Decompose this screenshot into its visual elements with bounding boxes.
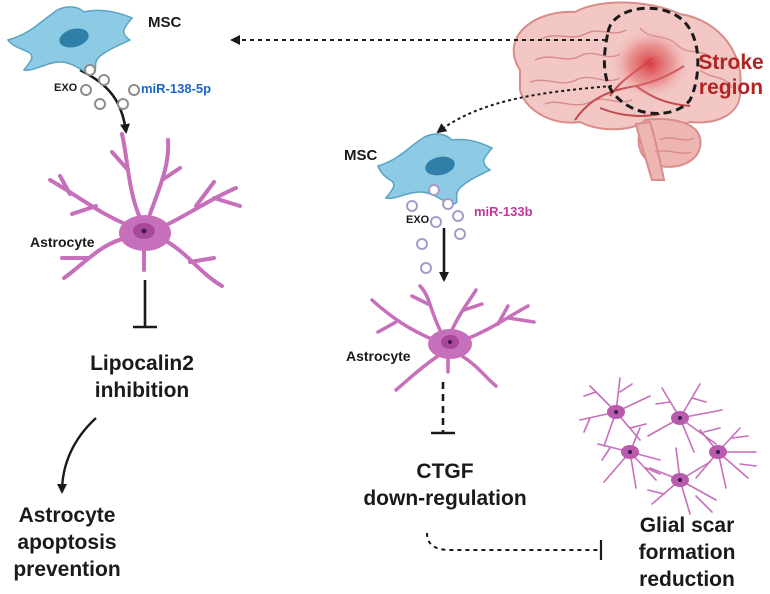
- lipocalin-line-2: inhibition: [94, 379, 190, 402]
- arrow-lipocalin-to-apoptosis: [57, 417, 97, 494]
- lipocalin-line-1: Lipocalin2: [90, 352, 194, 375]
- glial-cell-1: [579, 377, 651, 447]
- msc-label-right: MSC: [344, 147, 378, 164]
- stroke-line-2: region: [698, 76, 764, 99]
- exo-label-left: EXO: [54, 82, 78, 94]
- glial-line-1: Glial scar: [639, 514, 735, 537]
- apoptosis-line-2: apoptosis: [17, 531, 117, 554]
- glial-cell-3: [597, 427, 661, 489]
- glial-scar-label: Glial scar formation reduction: [612, 512, 762, 593]
- stroke-line-1: Stroke: [698, 51, 764, 74]
- glial-line-2: formation: [638, 541, 736, 564]
- glial-cell-2: [647, 383, 723, 453]
- glial-scar-cluster: [579, 377, 757, 515]
- brain-illustration: [512, 1, 742, 181]
- ctgf-line-1: CTGF: [416, 460, 474, 483]
- glial-cell-4: [695, 427, 757, 489]
- astrocyte-label-left: Astrocyte: [30, 234, 95, 250]
- lipocalin-label: Lipocalin2 inhibition: [62, 350, 222, 404]
- exo-label-right: EXO: [406, 214, 430, 226]
- astrocyte-right: [370, 284, 536, 392]
- apoptosis-label: Astrocyte apoptosis prevention: [2, 502, 132, 583]
- astrocyte-left-body: [119, 215, 171, 251]
- astrocyte-label-right: Astrocyte: [346, 348, 411, 364]
- msc-cell-left: [6, 6, 134, 75]
- mirna-label-right: miR-133b: [474, 204, 533, 219]
- msc-label-left: MSC: [148, 14, 182, 31]
- exosomes-left: [80, 64, 140, 110]
- mirna-label-left: miR-138-5p: [141, 81, 212, 96]
- apoptosis-line-3: prevention: [13, 558, 121, 581]
- stroke-region-outline: [602, 6, 700, 115]
- stroke-lesion: [610, 28, 690, 100]
- glial-cell-5: [647, 447, 717, 515]
- glial-line-3: reduction: [639, 568, 735, 591]
- ctgf-line-2: down-regulation: [363, 487, 527, 510]
- brain-stem: [634, 120, 666, 181]
- stroke-region-label: Stroke region: [692, 50, 770, 100]
- astrocyte-left: [48, 132, 242, 288]
- apoptosis-line-1: Astrocyte: [18, 504, 116, 527]
- astrocyte-right-body: [428, 329, 472, 359]
- exosomes-right: [406, 184, 466, 274]
- arrow-stroke-to-msc-right: [436, 85, 613, 134]
- msc-cell-right: [377, 133, 494, 205]
- inhibit-ctgf-to-glial: [426, 532, 600, 551]
- ctgf-label: CTGF down-regulation: [350, 458, 540, 512]
- glial-somas: [607, 405, 727, 487]
